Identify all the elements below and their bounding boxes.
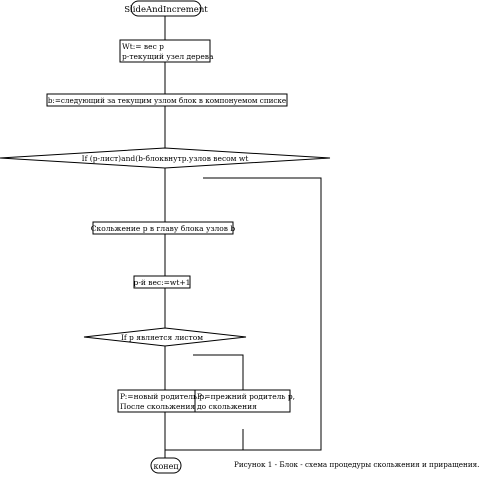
new-parent-line2: После скольжения xyxy=(120,402,195,411)
start-label: SlideAndIncrement xyxy=(124,5,208,15)
new-parent-line1: P:=новый родитель p. xyxy=(120,392,207,401)
slide-block xyxy=(92,221,234,235)
leaf-decision-diamond xyxy=(83,327,247,347)
end-label: конец xyxy=(153,462,178,471)
init-label-line2: p-текущий узел дерева xyxy=(122,52,214,61)
main-decision-diamond xyxy=(0,147,331,169)
next-block-label: b:=следующий за текущим узлом блок в ком… xyxy=(48,96,286,105)
figure-caption: Рисунок 1 - Блок - схема процедуры сколь… xyxy=(234,460,479,469)
old-parent-block xyxy=(194,389,291,413)
weight-block xyxy=(133,275,191,289)
main-decision-label: If (p-лист)and(b-блоквнутр.узлов весом w… xyxy=(82,154,249,163)
connector-decision-bypass xyxy=(165,177,322,451)
old-parent-line1: P:=прежний родитель p, xyxy=(197,392,295,401)
connector-leaf-to-old-parent xyxy=(193,354,244,390)
slide-block-label: Скольжение p в главу блока узлов b xyxy=(91,224,236,233)
next-block-box xyxy=(46,93,288,107)
leaf-decision-label: If p является листом xyxy=(121,333,203,342)
end-terminal xyxy=(150,457,182,474)
start-terminal xyxy=(130,0,202,17)
old-parent-line2: до скольжения xyxy=(197,402,257,411)
init-block xyxy=(119,39,211,63)
weight-block-label: p-й вес:=wt+1 xyxy=(134,278,191,287)
init-label-line1: Wt:= вес p xyxy=(122,42,164,51)
